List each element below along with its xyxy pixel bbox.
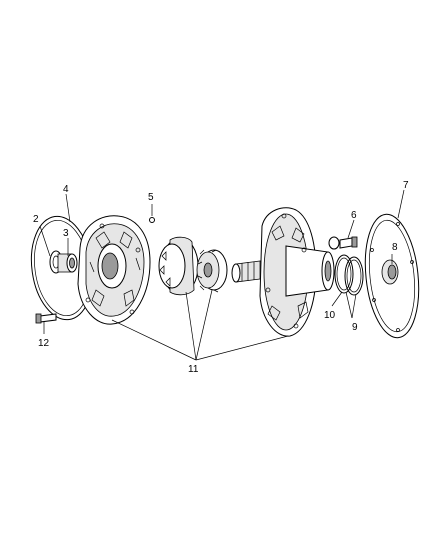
callout-5: 5 [148, 192, 154, 203]
part-3-bushing [57, 253, 78, 273]
callout-12: 12 [38, 338, 50, 349]
callout-6: 6 [351, 210, 357, 221]
callout-10: 10 [324, 310, 336, 321]
callout-9: 9 [352, 322, 358, 333]
part-11-pump-housing [259, 207, 335, 337]
part-10-seal-ring [334, 254, 354, 294]
callout-3: 3 [63, 228, 69, 239]
part-8-bushing [381, 259, 399, 285]
callout-11: 11 [188, 364, 199, 375]
part-6-bolt [328, 236, 358, 250]
callout-7: 7 [403, 180, 409, 191]
part-9-seal-ring [344, 256, 364, 296]
callout-8: 8 [392, 242, 398, 253]
part-11-inner-gear [196, 249, 228, 293]
part-11-outer-gear [158, 236, 199, 296]
callout-2: 2 [33, 214, 39, 225]
callout-labels: 4 2 3 5 6 7 8 12 10 9 11 [33, 180, 409, 375]
callout-4: 4 [63, 184, 69, 195]
part-12-bolt [35, 313, 57, 324]
part-5-ball [149, 217, 155, 223]
leader-lines [39, 189, 405, 361]
part-1-pump-body [77, 215, 151, 325]
